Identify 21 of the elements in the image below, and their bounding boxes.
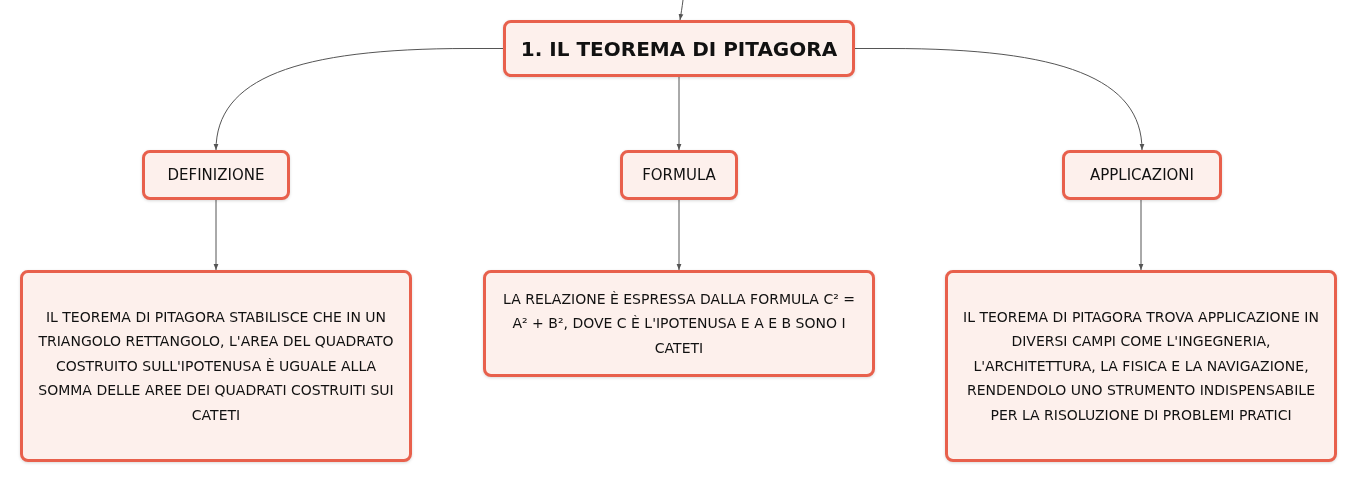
arrow — [678, 0, 684, 21]
arrow — [213, 199, 219, 271]
description-text: IL TEOREMA DI PITAGORA TROVA APPLICAZIONE IN DIVERSI CAMPI COME L'INGEGNERIA, L'ARCHITETTURA, LA FISICA E LA NAVIGAZIONE, RENDENDOLO UNO STRUMENTO INDISPENSABILE PER LA RISOLUZIONE DI PROBLEMI PRATICI — [962, 307, 1320, 425]
description-box — [945, 270, 1337, 462]
category-box — [1062, 150, 1222, 200]
category-box — [142, 150, 290, 200]
topic-title: 1. IL TEOREMA DI PITAGORA — [520, 36, 838, 61]
arrow — [676, 76, 682, 151]
category-label: DEFINIZIONE — [167, 166, 265, 184]
category-box — [620, 150, 738, 200]
arrow — [1138, 199, 1144, 271]
arrow — [214, 48, 504, 151]
description-text: LA RELAZIONE È ESPRESSA DALLA FORMULA C² = A² + B², DOVE C È L'IPOTENUSA E A E B SONO I CATETI — [502, 289, 856, 358]
topic-box — [503, 20, 855, 77]
arrow — [854, 48, 1144, 151]
category-label: APPLICAZIONI — [1090, 166, 1194, 184]
description-text: IL TEOREMA DI PITAGORA STABILISCE CHE IN UN TRIANGOLO RETTANGOLO, L'AREA DEL QUADRATO COSTRUITO SULL'IPOTENUSA È UGUALE ALLA SOMMA DELLE AREE DEI QUADRATI COSTRUITI SUI CATETI — [37, 307, 395, 425]
category-label: FORMULA — [642, 166, 716, 184]
description-box — [20, 270, 412, 462]
description-box — [483, 270, 875, 377]
arrow — [676, 199, 682, 271]
